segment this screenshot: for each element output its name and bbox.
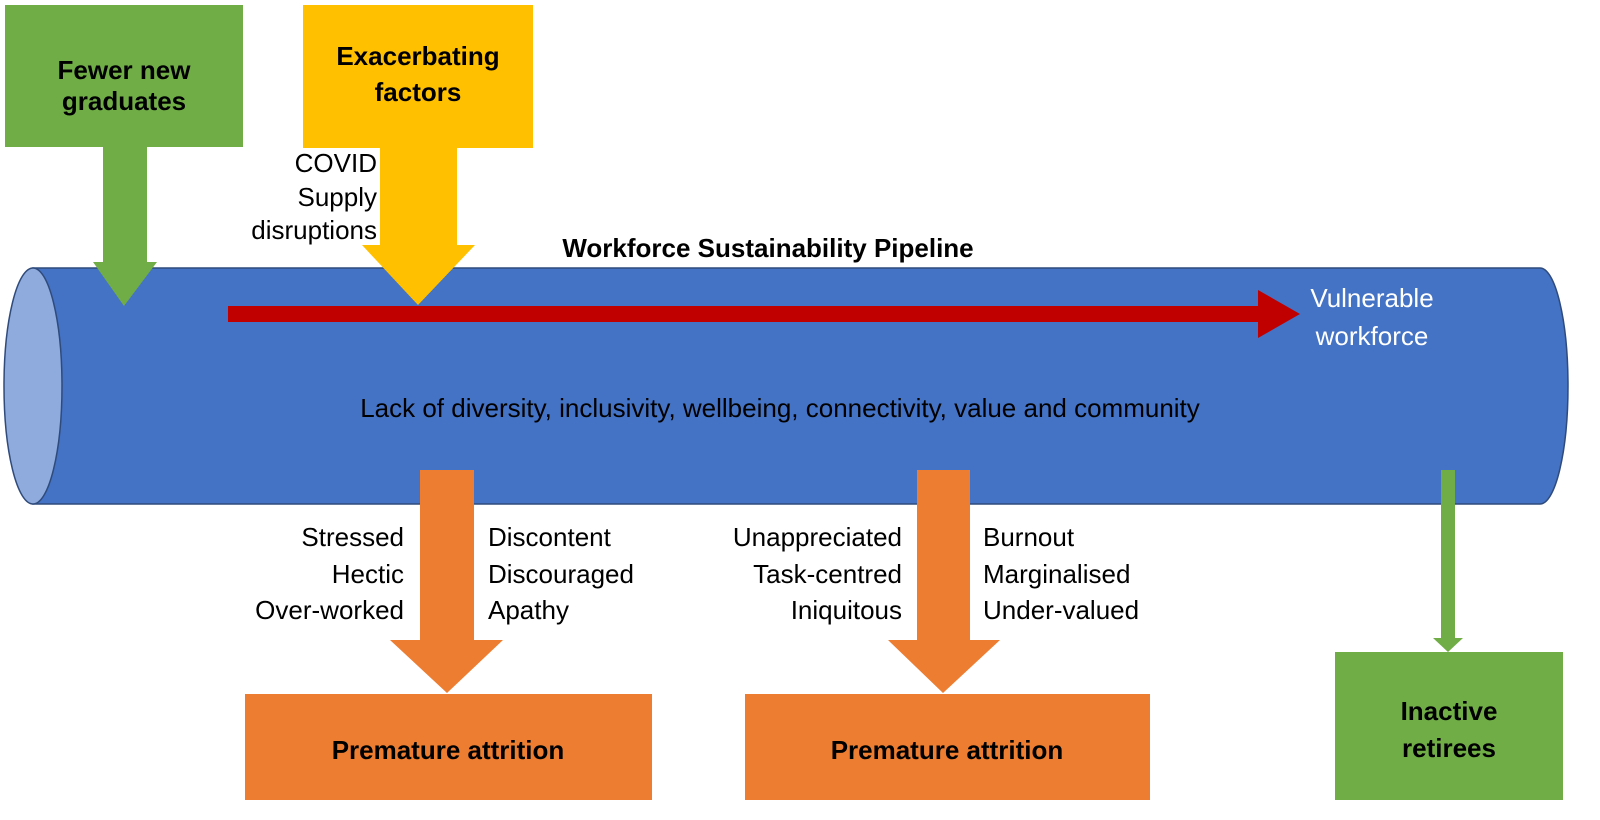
vulnerable-line2: workforce [1315,321,1429,351]
fewer-graduates-line2: graduates [62,86,186,116]
exacerbating-line2: factors [375,77,462,107]
red-flow-arrow [228,290,1300,338]
factor-supply: Supply [298,182,378,212]
green-thin-arrow [1433,470,1463,652]
attr1-left-1: Stressed [301,522,404,552]
attr1-left-3: Over-worked [255,595,404,625]
orange-down-arrow-1 [390,470,503,693]
pipeline-description: Lack of diversity, inclusivity, wellbein… [360,393,1200,423]
factor-disruptions: disruptions [251,215,377,245]
vulnerable-line1: Vulnerable [1310,283,1433,313]
attr1-right-3: Apathy [488,595,569,625]
pipeline-title: Workforce Sustainability Pipeline [562,233,973,263]
attr1-right-2: Discouraged [488,559,634,589]
attr1-right-1: Discontent [488,522,612,552]
attr1-left-2: Hectic [332,559,404,589]
retirees-line2: retirees [1402,733,1496,763]
attr2-right-3: Under-valued [983,595,1139,625]
attr2-left-3: Iniquitous [791,595,902,625]
exacerbating-box [303,5,533,148]
inactive-retirees-box [1335,652,1563,800]
premature-attrition-box-2 [745,694,1150,800]
retirees-line1: Inactive [1401,696,1498,726]
premature-attrition-label-1: Premature attrition [332,735,565,765]
fewer-graduates-line1: Fewer new [58,55,192,85]
attr2-left-1: Unappreciated [733,522,902,552]
factor-covid: COVID [295,148,377,178]
premature-attrition-label-2: Premature attrition [831,735,1064,765]
attr2-right-1: Burnout [983,522,1075,552]
green-down-arrow [93,147,157,306]
attr2-left-2: Task-centred [753,559,902,589]
orange-down-arrow-2 [888,470,1000,693]
premature-attrition-box-1 [245,694,652,800]
pipeline-cylinder [3,267,1569,505]
exacerbating-line1: Exacerbating [336,41,499,71]
fewer-graduates-box [5,5,243,147]
yellow-down-arrow [362,148,475,305]
attr2-right-2: Marginalised [983,559,1130,589]
